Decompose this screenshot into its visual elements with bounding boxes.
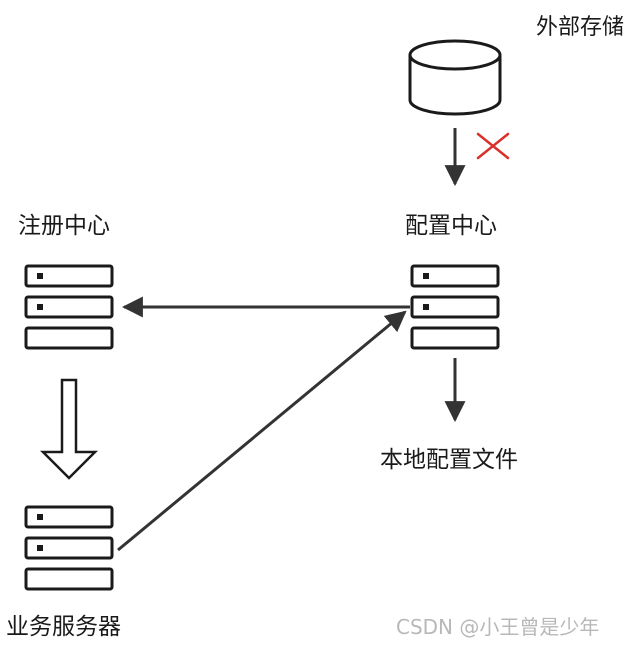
registry-center-label: 注册中心 bbox=[18, 213, 110, 239]
local-config-file-label: 本地配置文件 bbox=[380, 447, 518, 473]
business-server-icon bbox=[24, 505, 114, 591]
external-storage-label: 外部存储 bbox=[536, 15, 625, 40]
watermark: CSDN @小王曾是少年 bbox=[396, 615, 600, 639]
registry-server-icon bbox=[24, 264, 114, 350]
business-to-config-arrow bbox=[117, 310, 407, 552]
business-server-label: 业务服务器 bbox=[6, 614, 121, 640]
database-icon bbox=[408, 39, 502, 116]
config-center-label: 配置中心 bbox=[405, 213, 497, 239]
cross-icon bbox=[476, 132, 510, 160]
config-server-icon bbox=[410, 264, 500, 350]
registry-to-business-hollow-arrow bbox=[39, 378, 99, 480]
